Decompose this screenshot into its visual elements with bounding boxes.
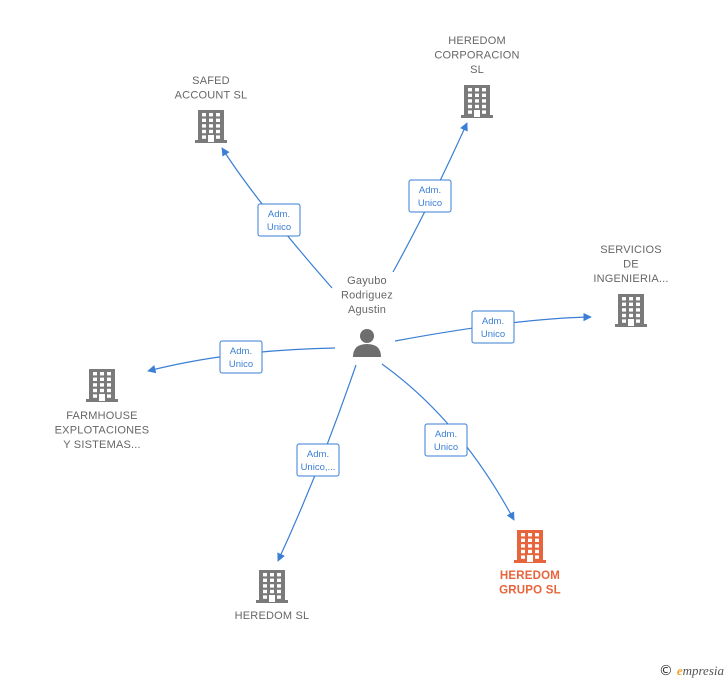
company-label-heredom-corporacion-line: CORPORACION — [434, 50, 519, 62]
edge-label-heredom-grupo[interactable]: Adm. Unico — [424, 423, 468, 457]
edge-label-line: Unico — [434, 442, 458, 453]
edge-label-box — [257, 203, 301, 237]
company-label-farmhouse-line: Y SISTEMAS... — [63, 439, 141, 451]
edge-label-heredom-corporacion[interactable]: Adm. Unico — [408, 179, 452, 213]
company-label-safed-line: SAFED — [192, 75, 230, 87]
copyright-symbol: © — [658, 663, 673, 679]
center-person-label-line: Agustin — [348, 304, 386, 316]
edge-label-text: Adm. Unico — [229, 346, 253, 370]
building-icon[interactable] — [461, 85, 493, 118]
company-label-safed: SAFED ACCOUNT SL — [175, 75, 248, 102]
company-label-heredom-corporacion: HEREDOM CORPORACION SL — [434, 35, 519, 76]
center-person-label-line: Rodriguez — [341, 290, 393, 302]
edge-label-box — [424, 423, 468, 457]
edge-label-line: Adm. — [268, 209, 290, 220]
company-label-heredom-grupo-line: HEREDOM — [500, 570, 560, 582]
company-label-safed-line: ACCOUNT SL — [175, 90, 248, 102]
edge-label-servicios[interactable]: Adm. Unico — [471, 310, 515, 344]
company-label-servicios-line: SERVICIOS — [600, 244, 662, 256]
edge-label-text: Adm. Unico — [481, 316, 505, 340]
edge-label-text: Adm. Unico — [418, 185, 442, 209]
edge-label-text: Adm. Unico — [434, 429, 458, 453]
company-label-heredom-grupo-line: GRUPO SL — [499, 585, 561, 597]
company-label-servicios-line: INGENIERIA... — [593, 273, 668, 285]
edge-label-line: Unico — [229, 359, 253, 370]
edge-label-line: Adm. — [230, 346, 252, 357]
edge-label-line: Unico,... — [301, 462, 336, 473]
center-person-label-line: Gayubo — [347, 275, 387, 287]
edge-label-text: Adm. Unico — [267, 209, 291, 233]
company-label-farmhouse-line: EXPLOTACIONES — [55, 425, 150, 437]
footer-brand: © empresia — [659, 663, 724, 679]
company-label-servicios: SERVICIOS DE INGENIERIA... — [593, 244, 668, 285]
building-icon[interactable] — [86, 369, 118, 402]
edge-label-safed[interactable]: Adm. Unico — [257, 203, 301, 237]
company-label-heredom-sl: HEREDOM SL — [235, 610, 310, 622]
brand-logo: empresia — [676, 663, 724, 678]
edge-label-box — [471, 310, 515, 344]
edge-label-text: Adm. Unico,... — [301, 449, 336, 473]
edge-label-box — [219, 340, 263, 374]
company-label-farmhouse: FARMHOUSE EXPLOTACIONES Y SISTEMAS... — [55, 410, 150, 451]
company-label-farmhouse-line: FARMHOUSE — [66, 410, 137, 422]
building-icon[interactable] — [195, 110, 227, 143]
edge-label-line: Adm. — [435, 429, 457, 440]
person-icon[interactable] — [353, 329, 381, 357]
edge-label-line: Adm. — [419, 185, 441, 196]
edge-label-line: Adm. — [482, 316, 504, 327]
edge-label-line: Unico — [418, 198, 442, 209]
edge-label-heredom-sl[interactable]: Adm. Unico,... — [296, 443, 340, 477]
company-label-heredom-corporacion-line: SL — [470, 64, 484, 76]
company-label-heredom-corporacion-line: HEREDOM — [448, 35, 506, 47]
edge-label-line: Unico — [481, 329, 505, 340]
company-label-servicios-line: DE — [623, 259, 639, 271]
edge-label-line: Unico — [267, 222, 291, 233]
building-icon[interactable] — [256, 570, 288, 603]
edge-label-box — [408, 179, 452, 213]
edge-label-farmhouse[interactable]: Adm. Unico — [219, 340, 263, 374]
building-icon[interactable] — [514, 530, 546, 563]
edge-label-line: Adm. — [307, 449, 329, 460]
edge-label-box — [296, 443, 340, 477]
building-icon[interactable] — [615, 294, 647, 327]
company-label-heredom-sl-line: HEREDOM SL — [235, 610, 310, 622]
company-label-heredom-grupo: HEREDOM GRUPO SL — [499, 570, 561, 597]
